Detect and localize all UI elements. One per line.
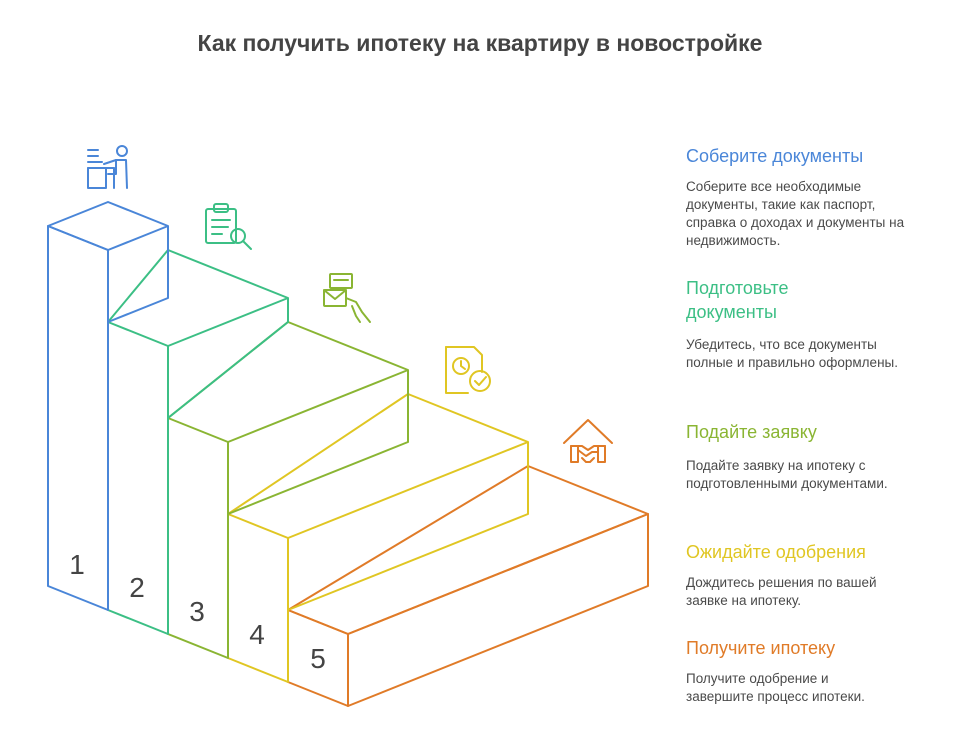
clipboard-search-icon [205, 203, 252, 250]
step-3-heading: Подайте заявку [686, 422, 817, 442]
step-3-text: Подайте заявку Подайте заявку на ипотеку… [686, 420, 926, 493]
step-5-description: Получите одобрение и завершите процесс и… [686, 671, 865, 704]
step-4-number: 4 [249, 619, 265, 650]
step-4-description: Дождитесь решения по вашей заявке на ипо… [686, 575, 877, 608]
page-title: Как получить ипотеку на квартиру в новос… [197, 30, 763, 56]
step-1-number: 1 [69, 549, 85, 580]
hand-envelope-icon [323, 273, 371, 323]
step-5-heading: Получите ипотеку [686, 638, 836, 658]
step-4-block [227, 393, 529, 683]
step-1-block [47, 201, 169, 611]
step-5-text: Получите ипотеку Получите одобрение и за… [686, 636, 926, 706]
step-3-description: Подайте заявку на ипотеку с подготовленн… [686, 458, 888, 491]
step-4-heading: Ожидайте одобрения [686, 542, 866, 562]
step-2-description: Убедитесь, что все документы полные и пр… [686, 337, 898, 370]
step-5-block [287, 465, 649, 707]
step-5-number: 5 [310, 643, 326, 674]
house-handshake-icon [563, 419, 613, 463]
person-at-desk-icon [87, 145, 128, 189]
step-1-description: Соберите все необходимые документы, таки… [686, 179, 905, 248]
document-clock-check-icon [445, 346, 491, 394]
step-2-number: 2 [129, 572, 145, 603]
step-1-heading: Соберите документы [686, 146, 864, 166]
step-4-text: Ожидайте одобрения Дождитесь решения по … [686, 540, 926, 610]
step-3-number: 3 [189, 596, 205, 627]
step-2-text: Подготовьте документы Убедитесь, что все… [686, 276, 926, 372]
step-2-heading: Подготовьте документы [686, 278, 789, 322]
step-1-text: Соберите документы Соберите все необходи… [686, 144, 926, 250]
